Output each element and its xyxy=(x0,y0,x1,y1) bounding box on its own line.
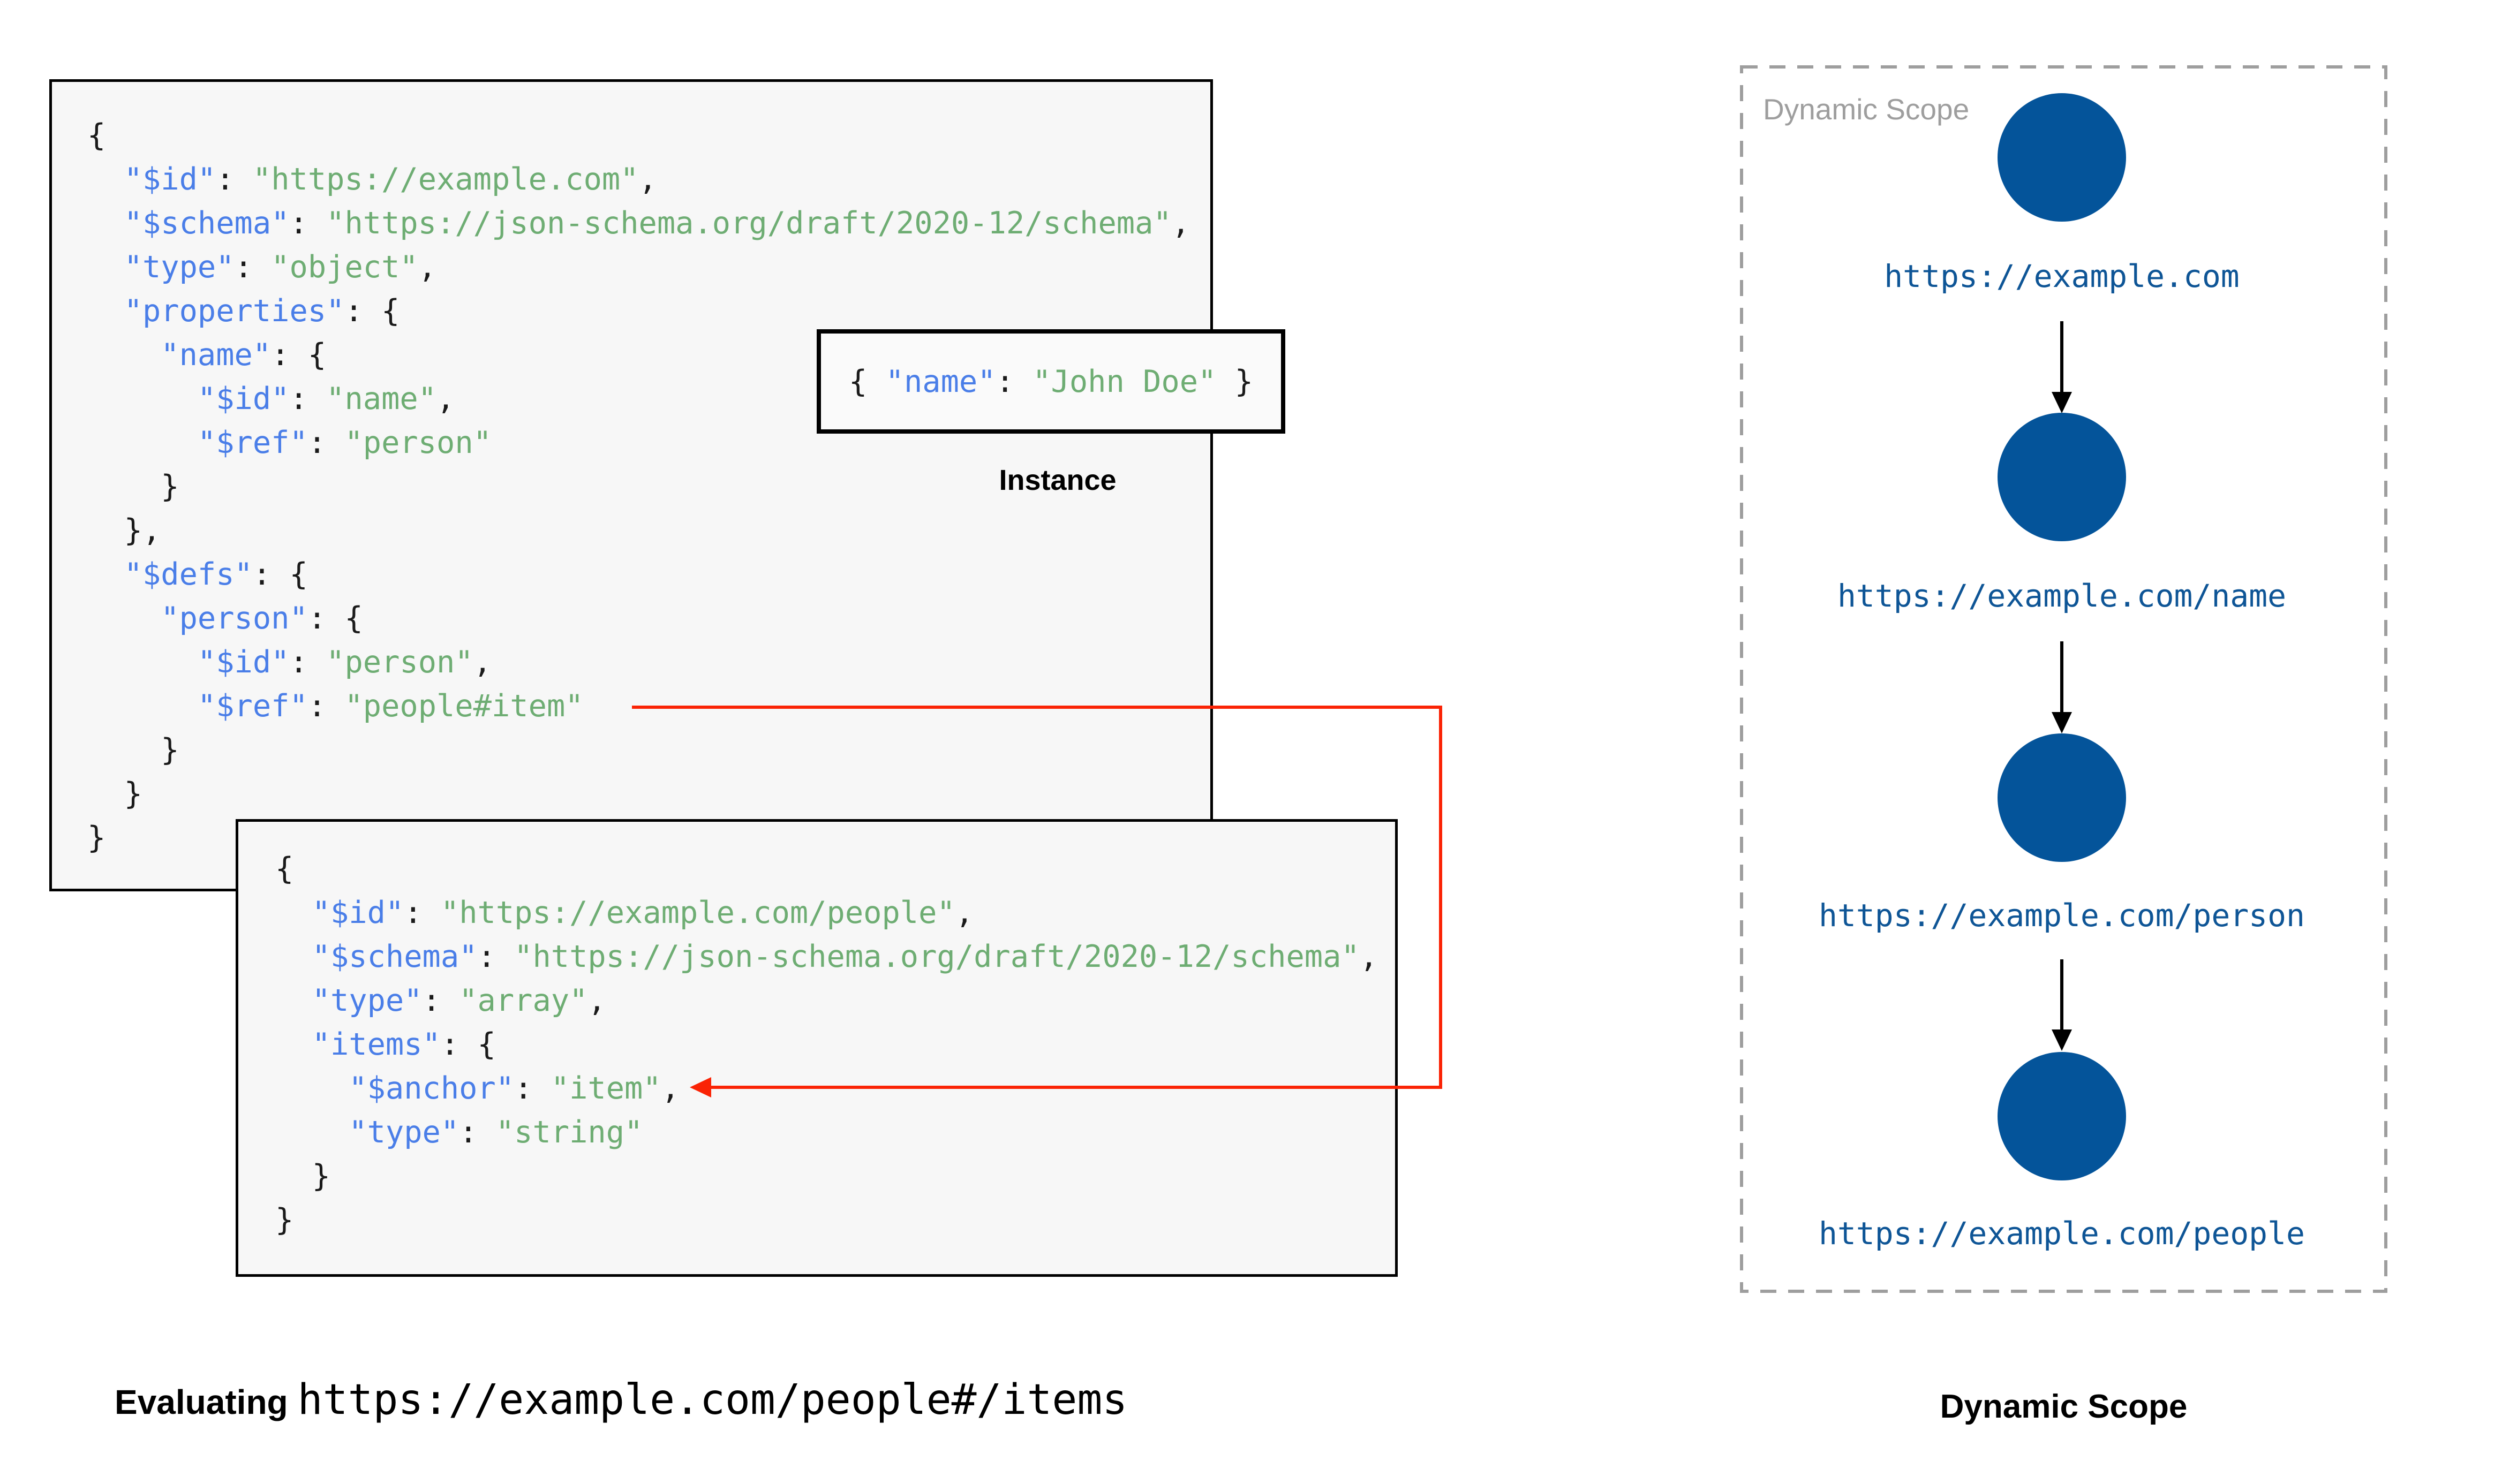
code-line: } xyxy=(275,1159,330,1194)
code-line: "type": "string" xyxy=(349,1115,643,1150)
schema-panel-root: { "$id": "https://example.com", "$schema… xyxy=(49,79,1213,891)
code-line: } xyxy=(87,820,106,855)
code-line: "$ref": "person" xyxy=(197,425,492,460)
code-line: "name": { xyxy=(161,337,327,373)
scope-node-url: https://example.com/person xyxy=(1819,897,2305,934)
evaluating-label: Evaluating xyxy=(115,1383,288,1421)
down-arrow-icon xyxy=(2060,959,2063,1029)
scope-node-url: https://example.com/people xyxy=(1819,1215,2305,1252)
code-line: "$anchor": "item", xyxy=(349,1071,680,1106)
scope-node-url: https://example.com xyxy=(1884,258,2240,294)
code-line: } xyxy=(275,1202,294,1238)
code-line: { xyxy=(87,118,106,153)
down-arrow-icon xyxy=(2060,321,2063,392)
dynamic-scope-frame-label: Dynamic Scope xyxy=(1763,93,1970,126)
code-line: { xyxy=(275,851,294,887)
down-arrowhead-icon xyxy=(2052,712,2072,733)
code-line: } xyxy=(87,469,179,504)
down-arrowhead-icon xyxy=(2052,1029,2072,1051)
code-line: "$defs": { xyxy=(124,557,308,592)
code-line: }, xyxy=(87,513,161,548)
scope-node-circle xyxy=(1998,1052,2126,1180)
code-line: "$id": "https://example.com/people", xyxy=(312,895,974,930)
instance-caption: Instance xyxy=(999,464,1117,496)
scope-node-circle xyxy=(1998,93,2126,222)
code-line: "$id": "https://example.com", xyxy=(124,162,657,197)
down-arrow-icon xyxy=(2060,641,2063,712)
code-line: "$id": "person", xyxy=(197,645,492,680)
scope-node-circle xyxy=(1998,733,2126,862)
code-line: "$ref": "people#item" xyxy=(197,688,584,724)
evaluating-uri: https://example.com/people#/items xyxy=(297,1376,1128,1424)
code-line: "properties": { xyxy=(124,293,400,329)
dynamic-scope-caption: Dynamic Scope xyxy=(1940,1388,2188,1425)
down-arrowhead-icon xyxy=(2052,392,2072,413)
code-line: "items": { xyxy=(312,1027,496,1062)
code-line: "$schema": "https://json-schema.org/draf… xyxy=(312,939,1378,974)
scope-node-circle xyxy=(1998,413,2126,541)
code-line: "$id": "name", xyxy=(197,381,455,417)
instance-panel: { "name": "John Doe" } xyxy=(817,329,1285,434)
code-line: } xyxy=(87,732,179,768)
code-line: } xyxy=(87,776,142,812)
code-line: { "name": "John Doe" } xyxy=(849,364,1253,399)
code-line: "type": "array", xyxy=(312,983,606,1018)
code-line: "$schema": "https://json-schema.org/draf… xyxy=(124,206,1190,241)
scope-node-url: https://example.com/name xyxy=(1837,578,2287,614)
code-line: "type": "object", xyxy=(124,249,437,285)
instance-code: { "name": "John Doe" } xyxy=(849,360,1253,404)
code-line: "person": { xyxy=(161,601,363,636)
schema-panel-people: { "$id": "https://example.com/people", "… xyxy=(236,819,1398,1277)
schema-people-code: { "$id": "https://example.com/people", "… xyxy=(275,847,1378,1242)
schema-root-code: { "$id": "https://example.com", "$schema… xyxy=(87,113,1190,860)
